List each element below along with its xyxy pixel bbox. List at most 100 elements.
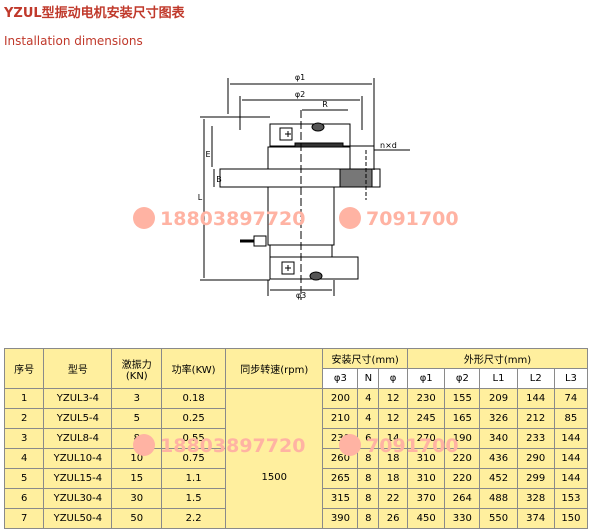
table-cell: 270 xyxy=(407,428,446,449)
table-cell: 220 xyxy=(444,448,481,469)
table-cell: YZUL30-4 xyxy=(43,488,113,509)
table-cell: YZUL3-4 xyxy=(43,388,113,409)
speed-cell: 1500 xyxy=(225,388,324,529)
table-cell: 488 xyxy=(479,488,518,509)
table-cell: 15 xyxy=(111,468,163,489)
table-cell: 450 xyxy=(407,508,446,529)
table-cell: 144 xyxy=(553,428,589,449)
table-cell: 30 xyxy=(111,488,163,509)
table-cell: 260 xyxy=(322,448,359,469)
phi1-label: φ1 xyxy=(295,73,305,82)
table-cell: 330 xyxy=(444,508,481,529)
table-cell: 3 xyxy=(3,428,45,449)
phi2-label: φ2 xyxy=(295,90,305,99)
table-cell: 10 xyxy=(111,448,163,469)
table-cell: 153 xyxy=(553,488,589,509)
spec-table: 序号 型号 激振力 (KN) 功率(KW) 同步转速(rpm) 安装尺寸(mm)… xyxy=(3,348,589,529)
subheader-phi2: φ2 xyxy=(444,368,481,389)
table-cell: 26 xyxy=(378,508,409,529)
header-speed: 同步转速(rpm) xyxy=(225,348,324,389)
table-cell: 1.5 xyxy=(161,488,227,509)
table-cell: 436 xyxy=(479,448,518,469)
table-cell: 4 xyxy=(357,388,380,409)
table-cell: 7 xyxy=(3,508,45,529)
table-cell: 8 xyxy=(357,488,380,509)
table-cell: 452 xyxy=(479,468,518,489)
table-cell: 85 xyxy=(553,408,589,429)
table-cell: 74 xyxy=(553,388,589,409)
subheader-phi3: φ3 xyxy=(322,368,359,389)
header-seq: 序号 xyxy=(3,348,45,389)
subheader-phi1: φ1 xyxy=(407,368,446,389)
table-cell: 18 xyxy=(378,448,409,469)
table-cell: 8 xyxy=(357,468,380,489)
b-label: B xyxy=(216,175,222,184)
header-outline: 外形尺寸(mm) xyxy=(407,348,588,369)
table-cell: 209 xyxy=(479,388,518,409)
header-model: 型号 xyxy=(43,348,113,389)
table-cell: 390 xyxy=(322,508,359,529)
table-cell: 14 xyxy=(378,428,409,449)
table-cell: 310 xyxy=(407,448,446,469)
table-cell: 144 xyxy=(553,468,589,489)
table-cell: 8 xyxy=(357,508,380,529)
phi3-label: φ3 xyxy=(296,291,306,300)
top-bolt xyxy=(279,127,293,141)
table-cell: 144 xyxy=(553,448,589,469)
table-cell: 12 xyxy=(378,388,409,409)
table-cell: YZUL5-4 xyxy=(43,408,113,429)
table-cell: 245 xyxy=(407,408,446,429)
table-cell: 0.75 xyxy=(161,448,227,469)
table-cell: 315 xyxy=(322,488,359,509)
table-cell: 144 xyxy=(516,388,555,409)
table-cell: 150 xyxy=(553,508,589,529)
subheader-l3: L3 xyxy=(553,368,589,389)
table-cell: YZUL10-4 xyxy=(43,448,113,469)
table-cell: 299 xyxy=(516,468,555,489)
table-cell: 165 xyxy=(444,408,481,429)
table-cell: 264 xyxy=(444,488,481,509)
table-cell: 3 xyxy=(111,388,163,409)
page-title: YZUL型振动电机安装尺寸图表 xyxy=(4,6,185,21)
table-cell: 326 xyxy=(479,408,518,429)
header-power: 功率(KW) xyxy=(161,348,227,389)
installation-drawing: φ1 φ2 R n×d E B L φ3 xyxy=(198,73,410,300)
r-label: R xyxy=(322,100,328,109)
table-cell: 0.25 xyxy=(161,408,227,429)
table-cell: 50 xyxy=(111,508,163,529)
table-cell: 6 xyxy=(3,488,45,509)
table-cell: 5 xyxy=(111,408,163,429)
subheader-n: N xyxy=(357,368,380,389)
table-cell: YZUL15-4 xyxy=(43,468,113,489)
table-cell: 328 xyxy=(516,488,555,509)
table-cell: 1 xyxy=(3,388,45,409)
table-cell: YZUL50-4 xyxy=(43,508,113,529)
table-cell: 1.1 xyxy=(161,468,227,489)
table-cell: 22 xyxy=(378,488,409,509)
table-cell: 155 xyxy=(444,388,481,409)
table-cell: 18 xyxy=(378,468,409,489)
table-cell: 220 xyxy=(444,468,481,489)
terminal-box xyxy=(253,235,267,247)
table-cell: 12 xyxy=(378,408,409,429)
table-cell: 8 xyxy=(357,448,380,469)
table-cell: 8 xyxy=(111,428,163,449)
subheader-l1: L1 xyxy=(479,368,518,389)
table-cell: 230 xyxy=(322,428,359,449)
table-cell: 230 xyxy=(407,388,446,409)
page-subtitle: Installation dimensions xyxy=(4,34,143,48)
subheader-phi: φ xyxy=(378,368,409,389)
table-cell: 190 xyxy=(444,428,481,449)
table-cell: 233 xyxy=(516,428,555,449)
table-cell: 6 xyxy=(357,428,380,449)
l-label: L xyxy=(198,193,203,202)
table-cell: 550 xyxy=(479,508,518,529)
table-cell: 0.55 xyxy=(161,428,227,449)
header-force: 激振力 (KN) xyxy=(111,348,163,389)
table-cell: 2.2 xyxy=(161,508,227,529)
table-cell: 200 xyxy=(322,388,359,409)
table-cell: 4 xyxy=(3,448,45,469)
